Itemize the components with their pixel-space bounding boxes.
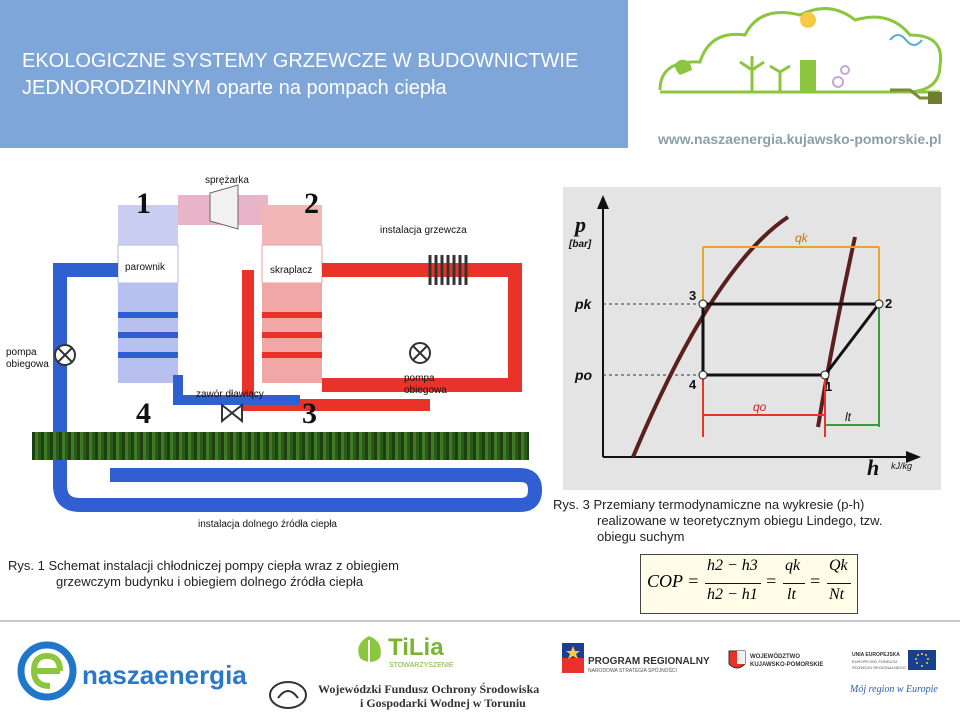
caption-figure3: Rys. 3 Przemiany termodynamiczne na wykr… bbox=[553, 497, 931, 545]
voivodeship-crest-icon bbox=[728, 650, 746, 669]
formula-cop: COP = bbox=[647, 571, 700, 591]
wave-icon bbox=[889, 34, 923, 46]
building-icon bbox=[800, 60, 816, 92]
cop-formula: COP = h2 − h3 h2 − h1 = qk lt = Qk Nt bbox=[640, 554, 858, 614]
caption-figure3-line1: Rys. 3 Przemiany termodynamiczne na wykr… bbox=[553, 497, 865, 512]
expansion-valve-icon bbox=[221, 402, 234, 424]
naszaenergia-logo-text: naszaenergia bbox=[82, 660, 247, 690]
heating-pipe-loop bbox=[322, 263, 522, 392]
page-title-bold: JEDNORODZINNYM bbox=[22, 77, 211, 99]
footer-divider bbox=[0, 620, 960, 622]
formula-num3: Qk bbox=[829, 557, 848, 574]
formula-eq1: = bbox=[765, 571, 778, 591]
label-num3: 3 bbox=[302, 397, 317, 430]
point-1: 1 bbox=[825, 379, 832, 394]
formula-den2: lt bbox=[787, 586, 796, 603]
eu-line3: ROZWOJU REGIONALNEGO bbox=[852, 665, 906, 670]
program-regionalny-sub: NARODOWA STRATEGIA SPÓJNOŚCI bbox=[588, 668, 677, 674]
label-compressor: sprężarka bbox=[205, 175, 249, 186]
page-title-rest: oparte na pompach ciepła bbox=[210, 77, 447, 99]
label-ground-source: instalacja dolnego źródła ciepła bbox=[198, 519, 337, 530]
formula-den3: Nt bbox=[829, 586, 845, 603]
eu-flag-icon bbox=[908, 650, 936, 670]
voivodeship-line2: KUJAWSKO-POMORSKIE bbox=[750, 662, 824, 668]
formula-den1: h2 − h1 bbox=[707, 586, 758, 603]
eu-slogan: Mój region w Europie bbox=[850, 684, 938, 695]
label-pump-right-1: pompa bbox=[404, 373, 435, 384]
heat-pump-schematic: 1 2 3 4 sprężarka instalacja grzewcza pa… bbox=[0, 165, 545, 535]
voivodeship-line1: WOJEWÓDZTWO bbox=[750, 654, 800, 660]
eu-line2: EUROPEJSKI FUNDUSZ bbox=[852, 659, 898, 664]
axis-h-label: h bbox=[867, 455, 879, 480]
label-valve: zawór dławiący bbox=[196, 389, 264, 400]
radiator-coil-icon bbox=[428, 255, 468, 285]
eu-line1: UNIA EUROPEJSKA bbox=[852, 652, 900, 658]
program-regionalny-text: PROGRAM REGIONALNY bbox=[588, 656, 710, 667]
label-condenser: skraplacz bbox=[270, 265, 312, 276]
page-title-line2: JEDNORODZINNYM oparte na pompach ciepła bbox=[22, 77, 447, 100]
saturated-liquid-line bbox=[631, 215, 790, 458]
label-num1: 1 bbox=[136, 187, 151, 220]
wfos-line1: Wojewódzki Fundusz Ochrony Środowiska bbox=[318, 682, 540, 696]
label-evaporator: parownik bbox=[125, 262, 166, 273]
bubble-icon bbox=[832, 76, 844, 88]
condenser-top bbox=[262, 205, 322, 245]
ground-loop-pipe bbox=[53, 263, 543, 512]
label-po: po bbox=[574, 367, 593, 383]
ph-diagram: p [bar] h kJ/kg pk po qk qo lt 1 2 3 4 bbox=[563, 187, 941, 490]
axis-p-unit: [bar] bbox=[568, 239, 592, 250]
ground-grass-strip bbox=[32, 432, 529, 460]
caption-figure3-line2: realizowane w teoretycznym obiegu Lindeg… bbox=[597, 513, 883, 528]
formula-num1: h2 − h3 bbox=[707, 557, 758, 574]
tilia-logo-text: TiLia bbox=[388, 634, 444, 661]
axis-h-unit: kJ/kg bbox=[891, 461, 912, 471]
leaf-icon bbox=[675, 59, 692, 75]
tilia-subtitle: STOWARZYSZENIE bbox=[389, 662, 454, 669]
eco-illustration bbox=[658, 7, 943, 104]
formula-num2: qk bbox=[785, 557, 801, 574]
page-title-line1: EKOLOGICZNE SYSTEMY GRZEWCZE W BUDOWNICT… bbox=[22, 50, 579, 72]
axis-p-label: p bbox=[573, 212, 586, 237]
wfos-line2: i Gospodarki Wodnej w Toruniu bbox=[360, 696, 526, 710]
saturated-vapor-line bbox=[816, 236, 857, 428]
label-lt: lt bbox=[845, 410, 852, 424]
naszaenergia-logo-icon bbox=[17, 641, 77, 701]
label-num2: 2 bbox=[304, 187, 319, 220]
label-pump-left-1: pompa bbox=[6, 347, 37, 358]
formula-eq2: = bbox=[809, 571, 822, 591]
label-pump-left-2: obiegowa bbox=[6, 359, 49, 370]
evaporator-top bbox=[118, 205, 178, 245]
tilia-leaf-icon bbox=[358, 636, 381, 666]
label-num4: 4 bbox=[136, 397, 151, 430]
wfos-emblem-icon bbox=[269, 681, 307, 709]
compressor-icon bbox=[209, 184, 239, 230]
label-heating-installation: instalacja grzewcza bbox=[380, 225, 467, 236]
cloud-outline-icon bbox=[658, 7, 943, 94]
header-banner bbox=[0, 0, 628, 148]
caption-figure1: Rys. 1 Schemat instalacji chłodniczej po… bbox=[8, 558, 478, 590]
point-2: 2 bbox=[885, 296, 892, 311]
program-regionalny-flag-icon bbox=[562, 643, 584, 673]
point-3: 3 bbox=[689, 288, 696, 303]
website-url[interactable]: www.naszaenergia.kujawsko-pomorskie.pl bbox=[658, 131, 942, 147]
point-4: 4 bbox=[689, 377, 697, 392]
caption-figure3-line3: obiegu suchym bbox=[597, 529, 685, 544]
caption-figure1-line2: grzewczym budynku i obiegiem dolnego źró… bbox=[56, 574, 364, 589]
label-pump-right-2: obiegowa bbox=[404, 385, 447, 396]
wind-turbine-icon bbox=[739, 56, 791, 92]
sun-icon bbox=[800, 12, 816, 28]
label-qo: qo bbox=[753, 400, 767, 414]
label-qk: qk bbox=[795, 231, 809, 245]
caption-figure1-line1: Rys. 1 Schemat instalacji chłodniczej po… bbox=[8, 558, 399, 573]
label-pk: pk bbox=[574, 296, 593, 312]
